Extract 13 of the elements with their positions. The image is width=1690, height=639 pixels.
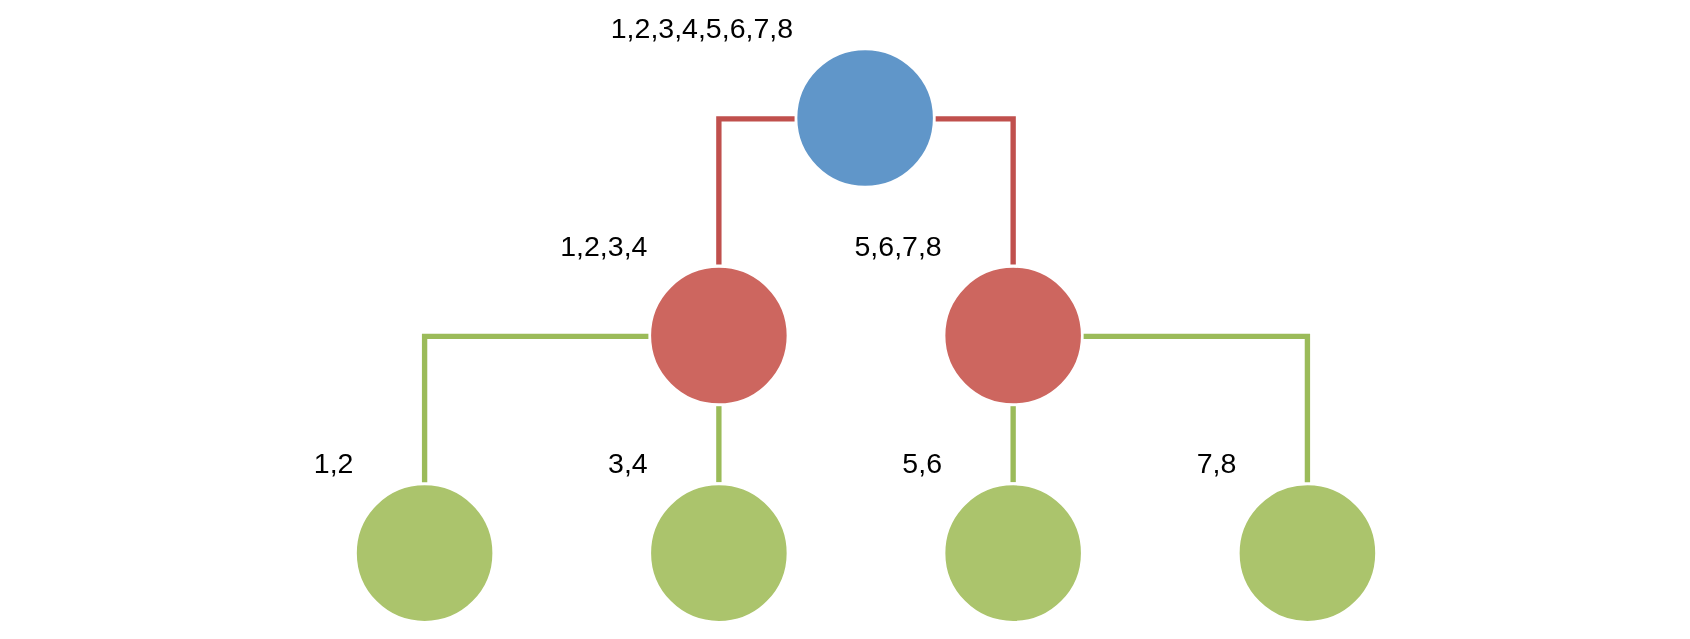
node-label: 5,6 bbox=[901, 447, 942, 480]
connector bbox=[935, 116, 1016, 265]
connector bbox=[715, 406, 722, 483]
connector bbox=[421, 333, 648, 483]
node-label: 7,8 bbox=[1196, 447, 1236, 480]
node-label: 3,4 bbox=[607, 447, 648, 480]
connector bbox=[715, 116, 795, 265]
node-label: 1,2,3,4,5,6,7,8 bbox=[610, 12, 793, 45]
node-label: 5,6,7,8 bbox=[854, 229, 942, 262]
connector bbox=[1009, 406, 1016, 483]
node-label: 1,2,3,4 bbox=[559, 229, 647, 262]
connector bbox=[1083, 333, 1310, 483]
node-label: 1,2 bbox=[313, 447, 353, 480]
